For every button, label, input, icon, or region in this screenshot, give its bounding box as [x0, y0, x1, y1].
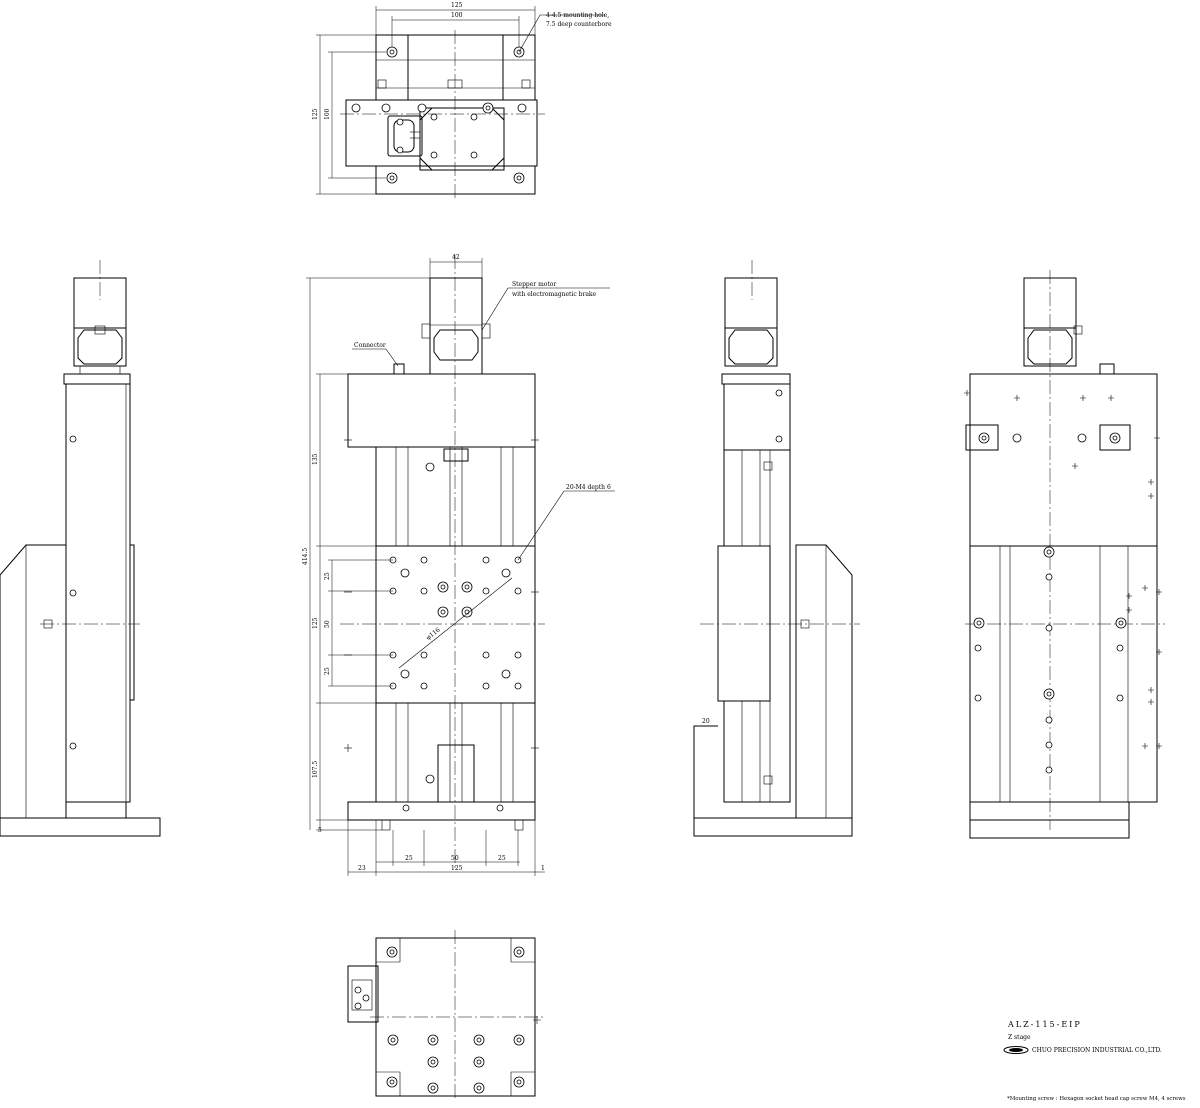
dim-top-width: 125 [451, 2, 463, 9]
dim-bottom-50: 50 [451, 855, 459, 862]
company-logo [1003, 1046, 1029, 1054]
company-logo-inner [1009, 1048, 1023, 1052]
company-name: CHUO PRECISION INDUSTRIAL CO.,LTD. [1032, 1047, 1162, 1054]
dim-upper-section: 135 [312, 453, 319, 465]
rear-view [964, 270, 1165, 839]
dim-motor-width: 42 [452, 254, 460, 261]
callout-mounting-hole-1: 4-4.5 mounting hole, [546, 12, 609, 19]
dim-bottom-25-left: 25 [405, 855, 413, 862]
top-view-holes [351, 46, 527, 184]
part-number: ALZ-115-EIP [1007, 1020, 1082, 1029]
title-block: ALZ-115-EIP Z stage CHUO PRECISION INDUS… [1003, 1020, 1186, 1102]
dim-right-offset: 1 [541, 865, 545, 872]
dim-table-height: 125 [312, 617, 319, 629]
top-view: 125 100 125 100 4-4.5 mounting hole, 7.5… [312, 2, 612, 200]
front-view-table-holes [389, 462, 522, 812]
rear-view-holes [973, 432, 1127, 774]
dim-top-pitch: 100 [451, 12, 463, 19]
dim-top-height: 125 [312, 108, 319, 120]
callout-stepper-1: Stepper motor [512, 281, 556, 288]
dim-top-pitch-v: 100 [324, 108, 331, 120]
dim-pitch-25-bottom: 25 [324, 667, 331, 675]
dim-overall-height: 414.5 [302, 548, 309, 565]
left-side-view [0, 260, 161, 837]
dim-side-20: 20 [702, 718, 710, 725]
callout-connector: Connector [354, 342, 386, 349]
dim-bottom-25-right: 25 [498, 855, 506, 862]
dim-pitch-50: 50 [324, 620, 331, 628]
dim-left-offset: 23 [358, 865, 366, 872]
mounting-note: *Mounting screw : Hexagon socket head ca… [1007, 1096, 1186, 1102]
dim-bottom-width: 125 [451, 865, 463, 872]
dim-pitch-25-top: 25 [324, 572, 331, 580]
bottom-view-holes [354, 946, 525, 1094]
front-view: φ116 414.5 135 125 107.5 5 25 50 25 42 2 [302, 254, 615, 876]
callout-tapped-holes: 20-M4 depth 6 [566, 484, 611, 491]
dim-bottom-offset: 5 [318, 827, 322, 834]
dim-lower-section: 107.5 [312, 761, 319, 778]
rear-view-marks [964, 390, 1162, 749]
right-side-view: 20 [693, 260, 860, 837]
callout-stepper-2: with electromagnetic brake [512, 291, 597, 298]
part-name: Z stage [1008, 1034, 1031, 1041]
bottom-view [347, 930, 545, 1100]
callout-mounting-hole-2: 7.5 deep counterbore [546, 21, 612, 28]
